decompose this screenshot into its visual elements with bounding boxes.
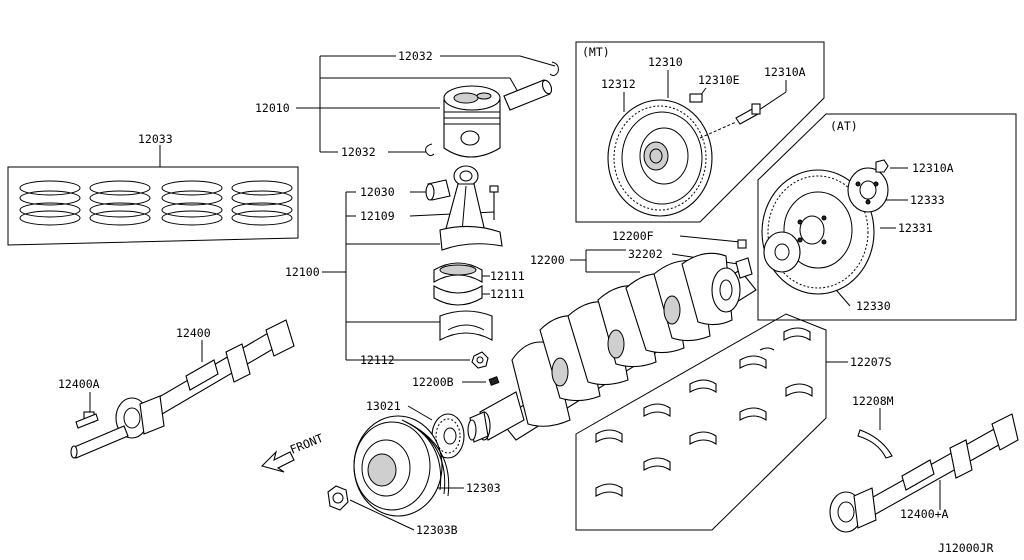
label-12111-b: 12111 xyxy=(490,287,525,301)
label-12312: 12312 xyxy=(601,77,636,91)
label-12111-a: 12111 xyxy=(490,269,525,283)
label-32202: 32202 xyxy=(628,247,663,261)
main-bearing-set: 12207S xyxy=(575,313,892,531)
rod-bushing xyxy=(425,179,451,201)
label-12400plusA: 12400+A xyxy=(900,507,949,521)
label-12330: 12330 xyxy=(856,299,891,313)
label-at: (AT) xyxy=(830,119,858,133)
label-12100: 12100 xyxy=(285,265,320,279)
piston-pin xyxy=(503,79,553,111)
pin-clip-top xyxy=(549,61,559,77)
label-12010: 12010 xyxy=(255,101,290,115)
label-front: FRONT xyxy=(288,431,325,457)
connecting-rod xyxy=(439,165,503,251)
connecting-rod-assembly: 12100 12030 12109 12112 12111 xyxy=(285,165,525,369)
crankshaft-labels: 12200F 12200 32202 12200B xyxy=(412,229,741,389)
sprocket-13021: 13021 xyxy=(366,399,465,459)
rod-nut xyxy=(471,351,489,369)
label-12303: 12303 xyxy=(466,481,501,495)
label-12400A: 12400A xyxy=(58,377,100,391)
pilot-pin xyxy=(737,239,747,249)
crankshaft xyxy=(467,239,757,443)
mt-flywheel-panel: (MT) 12310 12312 12310E 12310A xyxy=(575,41,825,223)
at-driveplate-panel: (AT) 12310A 12333 12331 12330 xyxy=(757,113,1017,321)
label-mt: (MT) xyxy=(582,45,610,59)
label-12207S: 12207S xyxy=(850,355,892,369)
crank-pulley: 12303 xyxy=(353,415,501,517)
label-12331: 12331 xyxy=(898,221,933,235)
bolt-12400A: 12400A xyxy=(58,377,100,429)
drive-shaft-left: 12400 xyxy=(70,319,295,459)
label-12208M: 12208M xyxy=(852,394,894,408)
mt-flywheel-bolt xyxy=(735,103,761,125)
label-13021: 13021 xyxy=(366,399,401,413)
label-12310A-at: 12310A xyxy=(912,161,954,175)
at-crank-adapter xyxy=(763,231,801,273)
label-12032-bottom: 12032 xyxy=(341,145,376,159)
rod-bearing-upper xyxy=(433,262,483,283)
label-12030: 12030 xyxy=(360,185,395,199)
ring-stack-1 xyxy=(19,180,81,226)
pin-clip-bottom xyxy=(425,143,435,157)
pilot-bearing xyxy=(735,257,753,279)
label-12400: 12400 xyxy=(176,326,211,340)
label-12310: 12310 xyxy=(648,55,683,69)
label-12200F: 12200F xyxy=(612,229,654,243)
piston-ring-set: 12033 xyxy=(7,132,299,246)
label-12033: 12033 xyxy=(138,132,173,146)
label-12333: 12333 xyxy=(910,193,945,207)
drawing-id: J12000JR xyxy=(938,541,993,555)
ring-stack-4 xyxy=(231,180,293,226)
at-reinforcement-plate xyxy=(847,167,889,213)
rod-bearing-lower xyxy=(433,285,483,306)
piston xyxy=(443,85,501,158)
front-indicator: FRONT xyxy=(260,431,325,473)
label-12310A-mt: 12310A xyxy=(764,65,806,79)
label-12032-top: 12032 xyxy=(398,49,433,63)
at-bolt xyxy=(875,159,889,173)
label-12112: 12112 xyxy=(360,353,395,367)
drive-shaft-right: 12400+A xyxy=(829,413,1019,533)
ring-stack-2 xyxy=(89,180,151,226)
mt-flywheel xyxy=(607,99,713,217)
pulley-bolt: 12303B xyxy=(327,485,458,537)
label-12310E: 12310E xyxy=(698,73,740,87)
label-12109: 12109 xyxy=(360,209,395,223)
label-12200: 12200 xyxy=(530,253,565,267)
label-12303B: 12303B xyxy=(416,523,458,537)
piston-assembly: 12032 12010 12032 xyxy=(255,49,559,159)
mt-pilot-bushing xyxy=(689,93,703,103)
bearing-shells xyxy=(595,327,813,498)
thrust-washer: 12208M xyxy=(852,394,894,459)
crank-key xyxy=(488,376,500,386)
ring-stack-3 xyxy=(161,180,223,226)
rod-cap xyxy=(439,310,493,341)
label-12200B: 12200B xyxy=(412,375,454,389)
